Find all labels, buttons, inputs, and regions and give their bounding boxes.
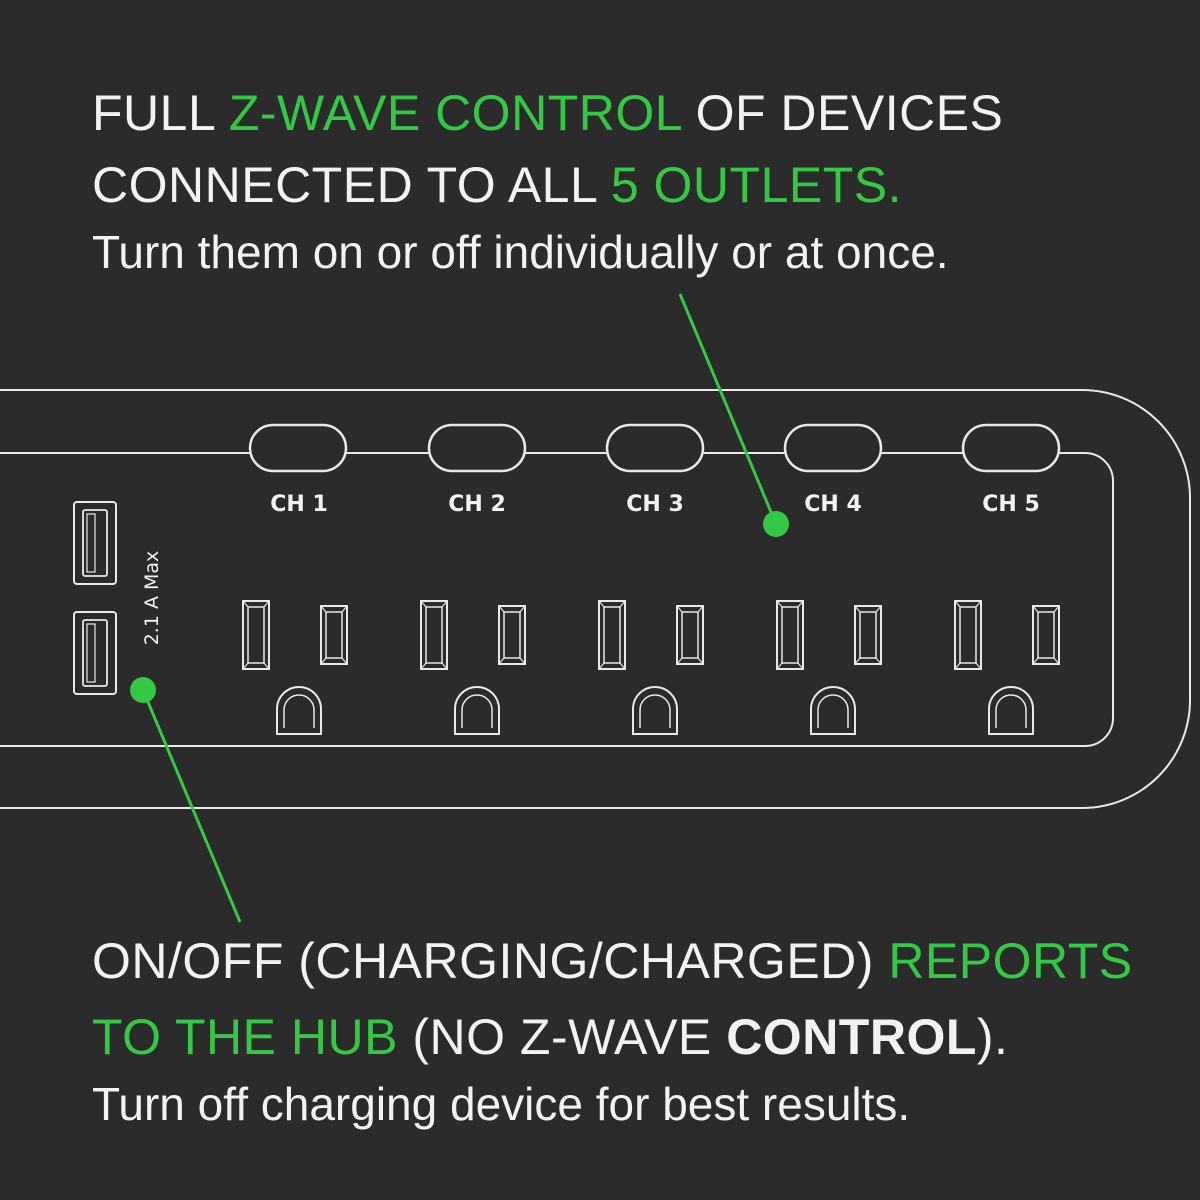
headline-text: CONNECTED TO ALL <box>92 157 611 213</box>
usb-port-2 <box>73 611 117 695</box>
ch5-label: CH 5 <box>982 492 1040 517</box>
bottom-highlight-hub: TO THE HUB <box>92 1009 398 1065</box>
bottom-text: ). <box>976 1009 1009 1065</box>
strip-inner-panel <box>0 452 1114 747</box>
bottom-text: ON/OFF (CHARGING/CHARGED) <box>92 933 889 989</box>
ch1-button[interactable] <box>248 423 348 473</box>
outlet-ch3 <box>598 600 704 735</box>
callout-dot-usb <box>130 677 156 703</box>
usb-rating-label: 2.1 A Max <box>141 551 163 646</box>
outlet-ch1 <box>242 600 348 735</box>
outlet-ch5 <box>954 600 1060 735</box>
ch3-label: CH 3 <box>626 492 684 517</box>
bottom-line-2: TO THE HUB (NO Z-WAVE CONTROL). <box>92 1002 1008 1072</box>
bottom-text: (NO Z-WAVE <box>397 1009 727 1065</box>
bottom-bold-control: CONTROL <box>726 1009 977 1065</box>
bottom-highlight-reports: REPORTS <box>888 933 1133 989</box>
ch5-button[interactable] <box>961 423 1061 473</box>
ch2-button[interactable] <box>427 423 527 473</box>
bottom-subline: Turn off charging device for best result… <box>92 1078 911 1130</box>
bottom-line-1: ON/OFF (CHARGING/CHARGED) REPORTS <box>92 926 1133 996</box>
outlet-ch2 <box>420 600 526 735</box>
usb-port-1 <box>73 501 117 585</box>
callout-line-outlets <box>678 293 778 525</box>
top-subline: Turn them on or off individually or at o… <box>92 226 949 278</box>
headline-text: FULL <box>92 85 229 141</box>
callout-line-usb <box>141 689 242 923</box>
headline-line-1: FULL Z-WAVE CONTROL OF DEVICES <box>92 78 1003 148</box>
callout-dot-outlets <box>763 511 789 537</box>
outlet-ch4 <box>776 600 882 735</box>
ch1-label: CH 1 <box>270 492 328 517</box>
ch3-button[interactable] <box>605 423 705 473</box>
ch4-label: CH 4 <box>804 492 862 517</box>
headline-highlight-outlets: 5 OUTLETS. <box>610 157 903 213</box>
headline-text: OF DEVICES <box>681 85 1004 141</box>
ch4-button[interactable] <box>783 423 883 473</box>
strip-outer-outline <box>0 389 1191 809</box>
channel-buttons <box>248 423 1061 473</box>
ch2-label: CH 2 <box>448 492 506 517</box>
headline-line-2: CONNECTED TO ALL 5 OUTLETS. <box>92 150 902 220</box>
headline-highlight-zwave: Z-WAVE CONTROL <box>228 85 682 141</box>
